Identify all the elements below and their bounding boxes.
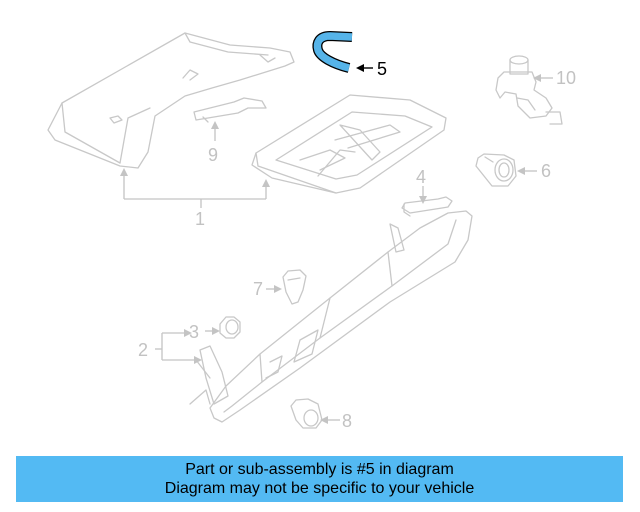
callout-7: 7 [253, 279, 282, 299]
callout-7-number: 7 [253, 279, 263, 299]
parts-diagram: 1 9 5 10 6 [47, 31, 576, 431]
callout-1: 1 [120, 168, 270, 229]
callout-1-number: 1 [195, 209, 205, 229]
banner-line-1: Part or sub-assembly is #5 in diagram [185, 461, 454, 478]
callout-10: 10 [533, 68, 576, 88]
part-10-latch[interactable] [495, 55, 563, 125]
callout-4-number: 4 [416, 167, 426, 187]
callout-3: 3 [189, 322, 220, 342]
callout-5: 5 [356, 59, 387, 79]
part-4-clip[interactable] [401, 196, 453, 217]
part-2-glove-box[interactable] [189, 210, 473, 423]
callout-8-number: 8 [342, 411, 352, 431]
part-1-center-frame[interactable] [251, 94, 447, 194]
callout-8: 8 [320, 411, 352, 431]
callout-4: 4 [416, 167, 427, 204]
callout-9: 9 [208, 121, 219, 165]
part-1-left-panel[interactable] [47, 32, 295, 169]
callout-3-number: 3 [189, 322, 199, 342]
callout-5-number: 5 [377, 59, 387, 79]
callout-6-number: 6 [541, 161, 551, 181]
part-7-clip[interactable] [282, 269, 307, 305]
callout-9-number: 9 [208, 145, 218, 165]
part-3-plug[interactable] [219, 316, 241, 339]
banner-line-2: Diagram may not be specific to your vehi… [164, 480, 475, 497]
part-9-bracket[interactable] [193, 97, 267, 123]
callout-2-number: 2 [138, 340, 148, 360]
callout-2: 2 [138, 329, 202, 364]
callout-6: 6 [517, 161, 551, 181]
callout-10-number: 10 [556, 68, 576, 88]
part-5-hose[interactable] [312, 31, 353, 73]
part-8-bumper[interactable] [290, 398, 323, 429]
info-banner: Part or sub-assembly is #5 in diagram Di… [16, 456, 623, 502]
part-6-stopper[interactable] [475, 153, 517, 187]
